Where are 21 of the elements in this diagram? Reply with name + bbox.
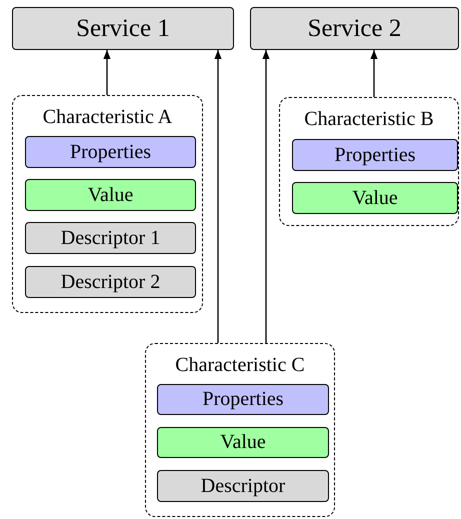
arrow bbox=[370, 50, 378, 97]
arrow bbox=[214, 50, 222, 343]
descriptor-box: Descriptor 2 bbox=[25, 266, 196, 298]
arrow bbox=[262, 50, 270, 343]
descriptor-box: Descriptor bbox=[157, 470, 329, 502]
group-heading: Characteristic A bbox=[42, 106, 174, 129]
service-box: Service 2 bbox=[250, 7, 459, 50]
group-heading: Characteristic C bbox=[174, 354, 306, 377]
characteristic-group bbox=[145, 343, 335, 517]
properties-box: Properties bbox=[292, 139, 458, 171]
value-box: Value bbox=[292, 182, 458, 214]
descriptor-box: Descriptor 1 bbox=[25, 222, 196, 254]
group-heading: Characteristic B bbox=[303, 108, 435, 131]
properties-box: Properties bbox=[157, 384, 329, 415]
properties-box: Properties bbox=[25, 136, 196, 168]
value-box: Value bbox=[25, 179, 196, 211]
characteristic-group bbox=[12, 95, 203, 313]
service-box: Service 1 bbox=[12, 7, 234, 50]
value-box: Value bbox=[157, 427, 329, 458]
arrow bbox=[103, 50, 111, 95]
characteristic-group bbox=[279, 97, 459, 226]
